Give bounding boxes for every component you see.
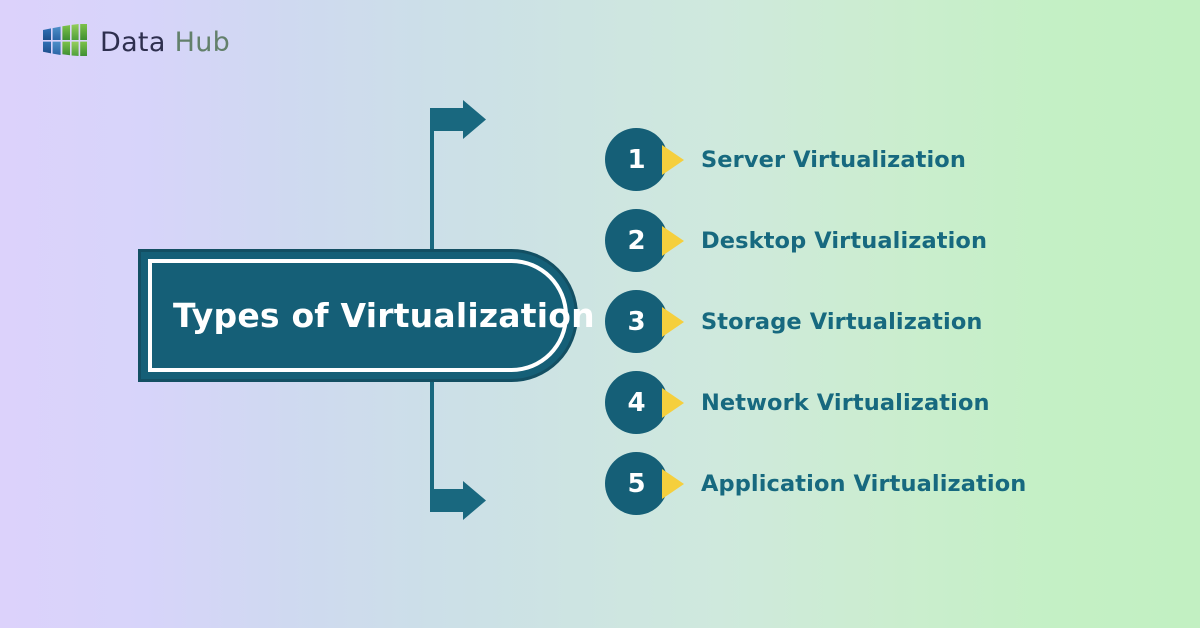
triangle-pointer-icon: [662, 468, 684, 499]
list-item-number: 2: [605, 209, 668, 272]
list-item[interactable]: 1 Server Virtualization: [605, 128, 1026, 191]
triangle-pointer-icon: [662, 144, 684, 175]
brand-logo: Data Hub: [42, 24, 230, 60]
list-item[interactable]: 3 Storage Virtualization: [605, 290, 1026, 353]
list-item-number: 5: [605, 452, 668, 515]
list-item[interactable]: 5 Application Virtualization: [605, 452, 1026, 515]
arrow-right-icon-bottom: [430, 481, 486, 520]
arrow-right-icon-top: [430, 100, 486, 139]
triangle-pointer-icon: [662, 225, 684, 256]
virtualization-types-list: 1 Server Virtualization 2 Desktop Virtua…: [605, 128, 1026, 515]
list-item[interactable]: 2 Desktop Virtualization: [605, 209, 1026, 272]
brand-wordmark: Data Hub: [100, 27, 230, 58]
list-item-label: Server Virtualization: [701, 146, 966, 173]
list-item-number: 4: [605, 371, 668, 434]
brand-name-secondary: Hub: [174, 26, 231, 58]
page-title: Types of Virtualization: [173, 296, 595, 335]
data-hub-grid-logo-icon: [42, 24, 88, 60]
list-item-label: Network Virtualization: [701, 389, 990, 416]
list-item-label: Desktop Virtualization: [701, 227, 988, 254]
list-item-label: Storage Virtualization: [701, 308, 983, 335]
list-item[interactable]: 4 Network Virtualization: [605, 371, 1026, 434]
list-item-label: Application Virtualization: [701, 470, 1027, 497]
title-banner: Types of Virtualization: [138, 249, 595, 382]
list-item-number: 3: [605, 290, 668, 353]
list-item-number: 1: [605, 128, 668, 191]
triangle-pointer-icon: [662, 306, 684, 337]
triangle-pointer-icon: [662, 387, 684, 418]
brand-name-primary: Data: [100, 26, 166, 58]
